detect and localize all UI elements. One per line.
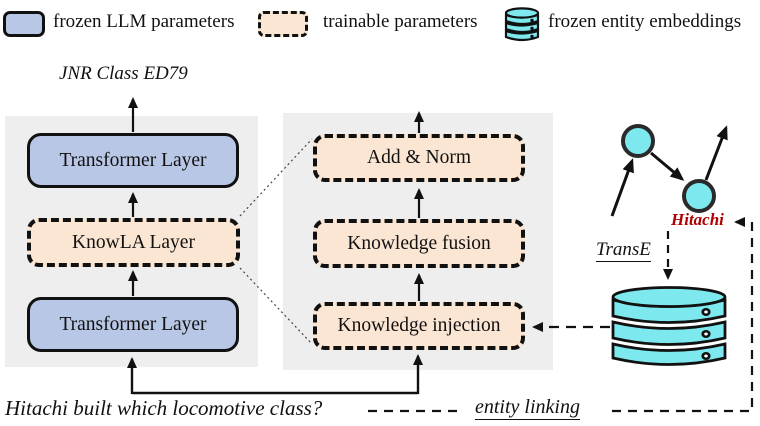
database-icon <box>504 7 540 42</box>
legend-label-entity-embeddings: frozen entity embeddings <box>548 11 742 32</box>
trainable-swatch <box>258 11 308 37</box>
transformer-layer-top-box: Transformer Layer <box>27 133 239 188</box>
entity-linking-label: entity linking <box>475 396 580 420</box>
legend: frozen LLM parameters trainable paramete… <box>0 0 760 48</box>
knowledge-fusion-box: Knowledge fusion <box>313 219 525 268</box>
entity-node-1 <box>621 124 655 158</box>
legend-label-trainable: trainable parameters <box>323 11 478 32</box>
transformer-layer-bottom-box: Transformer Layer <box>27 297 239 352</box>
database-dots <box>701 308 711 360</box>
transformer-layer-bottom-label: Transformer Layer <box>59 313 207 335</box>
question-text: Hitachi built which locomotive class? <box>5 396 323 420</box>
frozen-llm-swatch <box>3 11 45 37</box>
knowla-layer-box: KnowLA Layer <box>27 218 240 267</box>
entity-node-2 <box>682 179 716 213</box>
hitachi-entity-label: Hitachi <box>671 210 724 229</box>
add-norm-label: Add & Norm <box>367 147 471 169</box>
question-input-connector <box>127 354 423 395</box>
knowledge-injection-label: Knowledge injection <box>337 315 501 337</box>
knowledge-injection-box: Knowledge injection <box>313 302 525 350</box>
transformer-layer-top-label: Transformer Layer <box>59 149 207 171</box>
knowledge-fusion-label: Knowledge fusion <box>347 232 491 254</box>
knowla-layer-label: KnowLA Layer <box>72 231 195 253</box>
output-label: JNR Class ED79 <box>59 63 188 84</box>
legend-label-frozen-llm: frozen LLM parameters <box>53 11 235 32</box>
transe-label: TransE <box>596 239 651 262</box>
entity-database <box>611 286 727 366</box>
zoom-dotted-lines <box>239 138 313 345</box>
entity-linking-path <box>368 217 754 413</box>
kg-graph <box>610 124 728 217</box>
add-norm-box: Add & Norm <box>313 134 525 182</box>
